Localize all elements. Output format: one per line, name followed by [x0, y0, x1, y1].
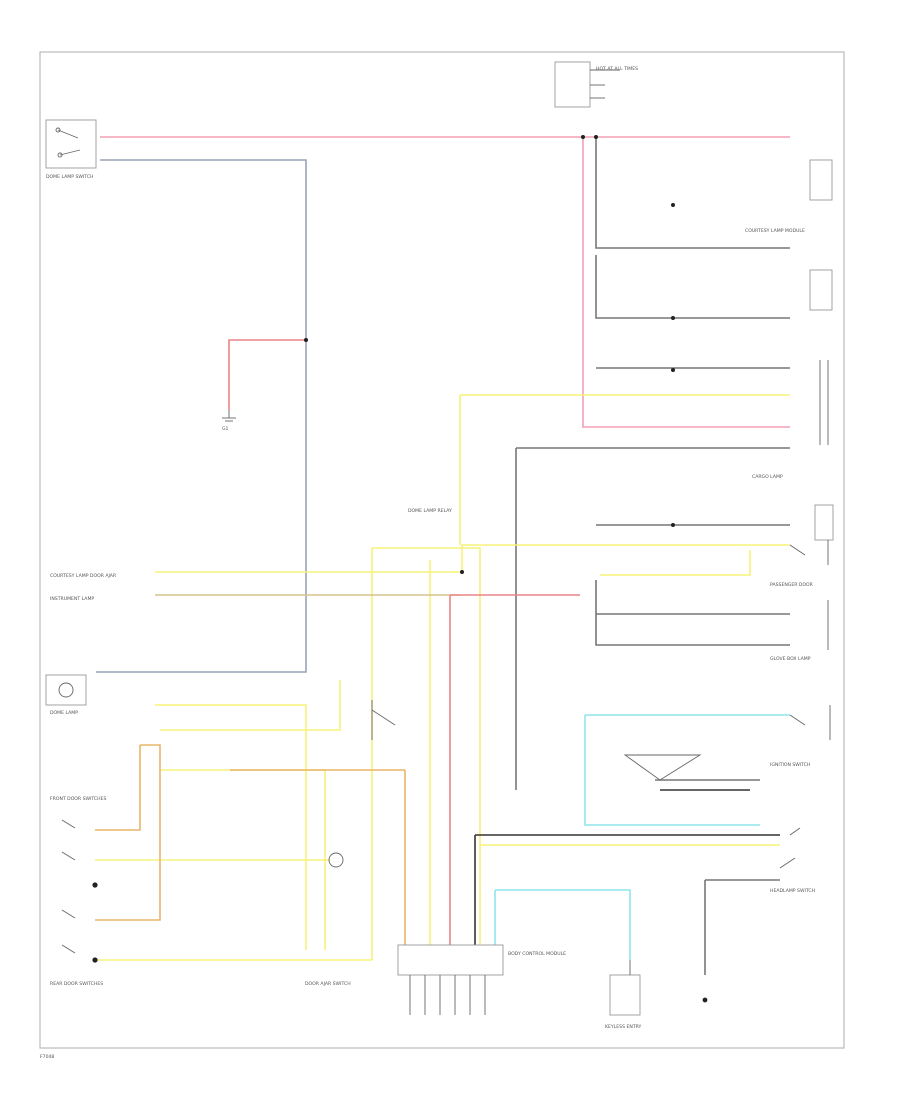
dome-lamp-relay: [328, 700, 396, 868]
ignition-switch-box: [623, 754, 702, 781]
cyan-wire-2: [584, 715, 760, 826]
ground-label: G1: [222, 426, 229, 432]
splice-dots: [92, 135, 708, 1003]
instrument-lamp-label: INSTRUMENT LAMP: [50, 596, 94, 602]
footer-code: F7048: [40, 1054, 54, 1060]
yellow-wire-lamp: [155, 704, 307, 950]
dome-lamp-relay-label: DOME LAMP RELAY: [408, 508, 452, 514]
wires: [95, 136, 790, 975]
orange-wire-door: [95, 744, 161, 921]
glove-box-lamp-label: GLOVE BOX LAMP: [770, 656, 811, 662]
cyan-wire-3: [495, 889, 631, 960]
dark-wire-right-2: [595, 255, 790, 319]
yellow-wire-courtesy: [155, 544, 790, 573]
dome-lamp-switch-label: DOME LAMP SWITCH: [46, 174, 94, 180]
dome-lamp-label: DOME LAMP: [50, 710, 78, 716]
yellow-wire-cargo: [600, 550, 751, 576]
rear-door-switches-label: REAR DOOR SWITCHES: [50, 981, 103, 987]
ignition-switch-label: IGNITION SWITCH: [770, 762, 810, 768]
headlamp-switch-label: HEADLAMP SWITCH: [770, 888, 815, 894]
dark-wire-glovebox: [595, 580, 790, 646]
red-wire-ground: [228, 339, 306, 410]
yellow-wire-vert-3: [372, 547, 481, 960]
orange-wire-door-2: [95, 745, 141, 831]
diagram-border: [39, 51, 845, 1049]
gray-wire-dome: [96, 159, 307, 673]
courtesy-lamp-module-label: COURTESY LAMP MODULE: [745, 228, 805, 234]
body-control-module-label: BODY CONTROL MODULE: [508, 951, 566, 957]
ground-symbol: [222, 410, 236, 422]
keyless-entry-label: KEYLESS ENTRY: [605, 1024, 642, 1030]
front-door-switches: [61, 819, 76, 954]
courtesy-lamp-door-ajar-label: COURTESY LAMP DOOR AJAR: [50, 573, 117, 579]
fuse-box: [554, 61, 620, 108]
pink-wire-vertical: [582, 137, 790, 428]
front-door-switches-label: FRONT DOOR SWITCHES: [50, 796, 106, 802]
yellow-wire-lamp-2: [160, 680, 341, 731]
dark-wire-right-1: [595, 137, 790, 249]
instrument-lamp: [45, 674, 87, 706]
dome-lamp-switch: [45, 119, 97, 169]
bcm-connector: [397, 944, 504, 1015]
labels: DOME LAMP SWITCH HOT AT ALL TIMES COURTE…: [40, 66, 815, 1060]
cargo-lamp-label: CARGO LAMP: [752, 474, 783, 480]
hot-at-all-times-label: HOT AT ALL TIMES: [596, 66, 638, 72]
keyless-entry-box: [609, 960, 641, 1016]
passenger-door-label: PASSENGER DOOR: [770, 582, 814, 588]
door-ajar-switch-label: DOOR AJAR SWITCH: [305, 981, 351, 987]
right-switches: [779, 159, 834, 869]
